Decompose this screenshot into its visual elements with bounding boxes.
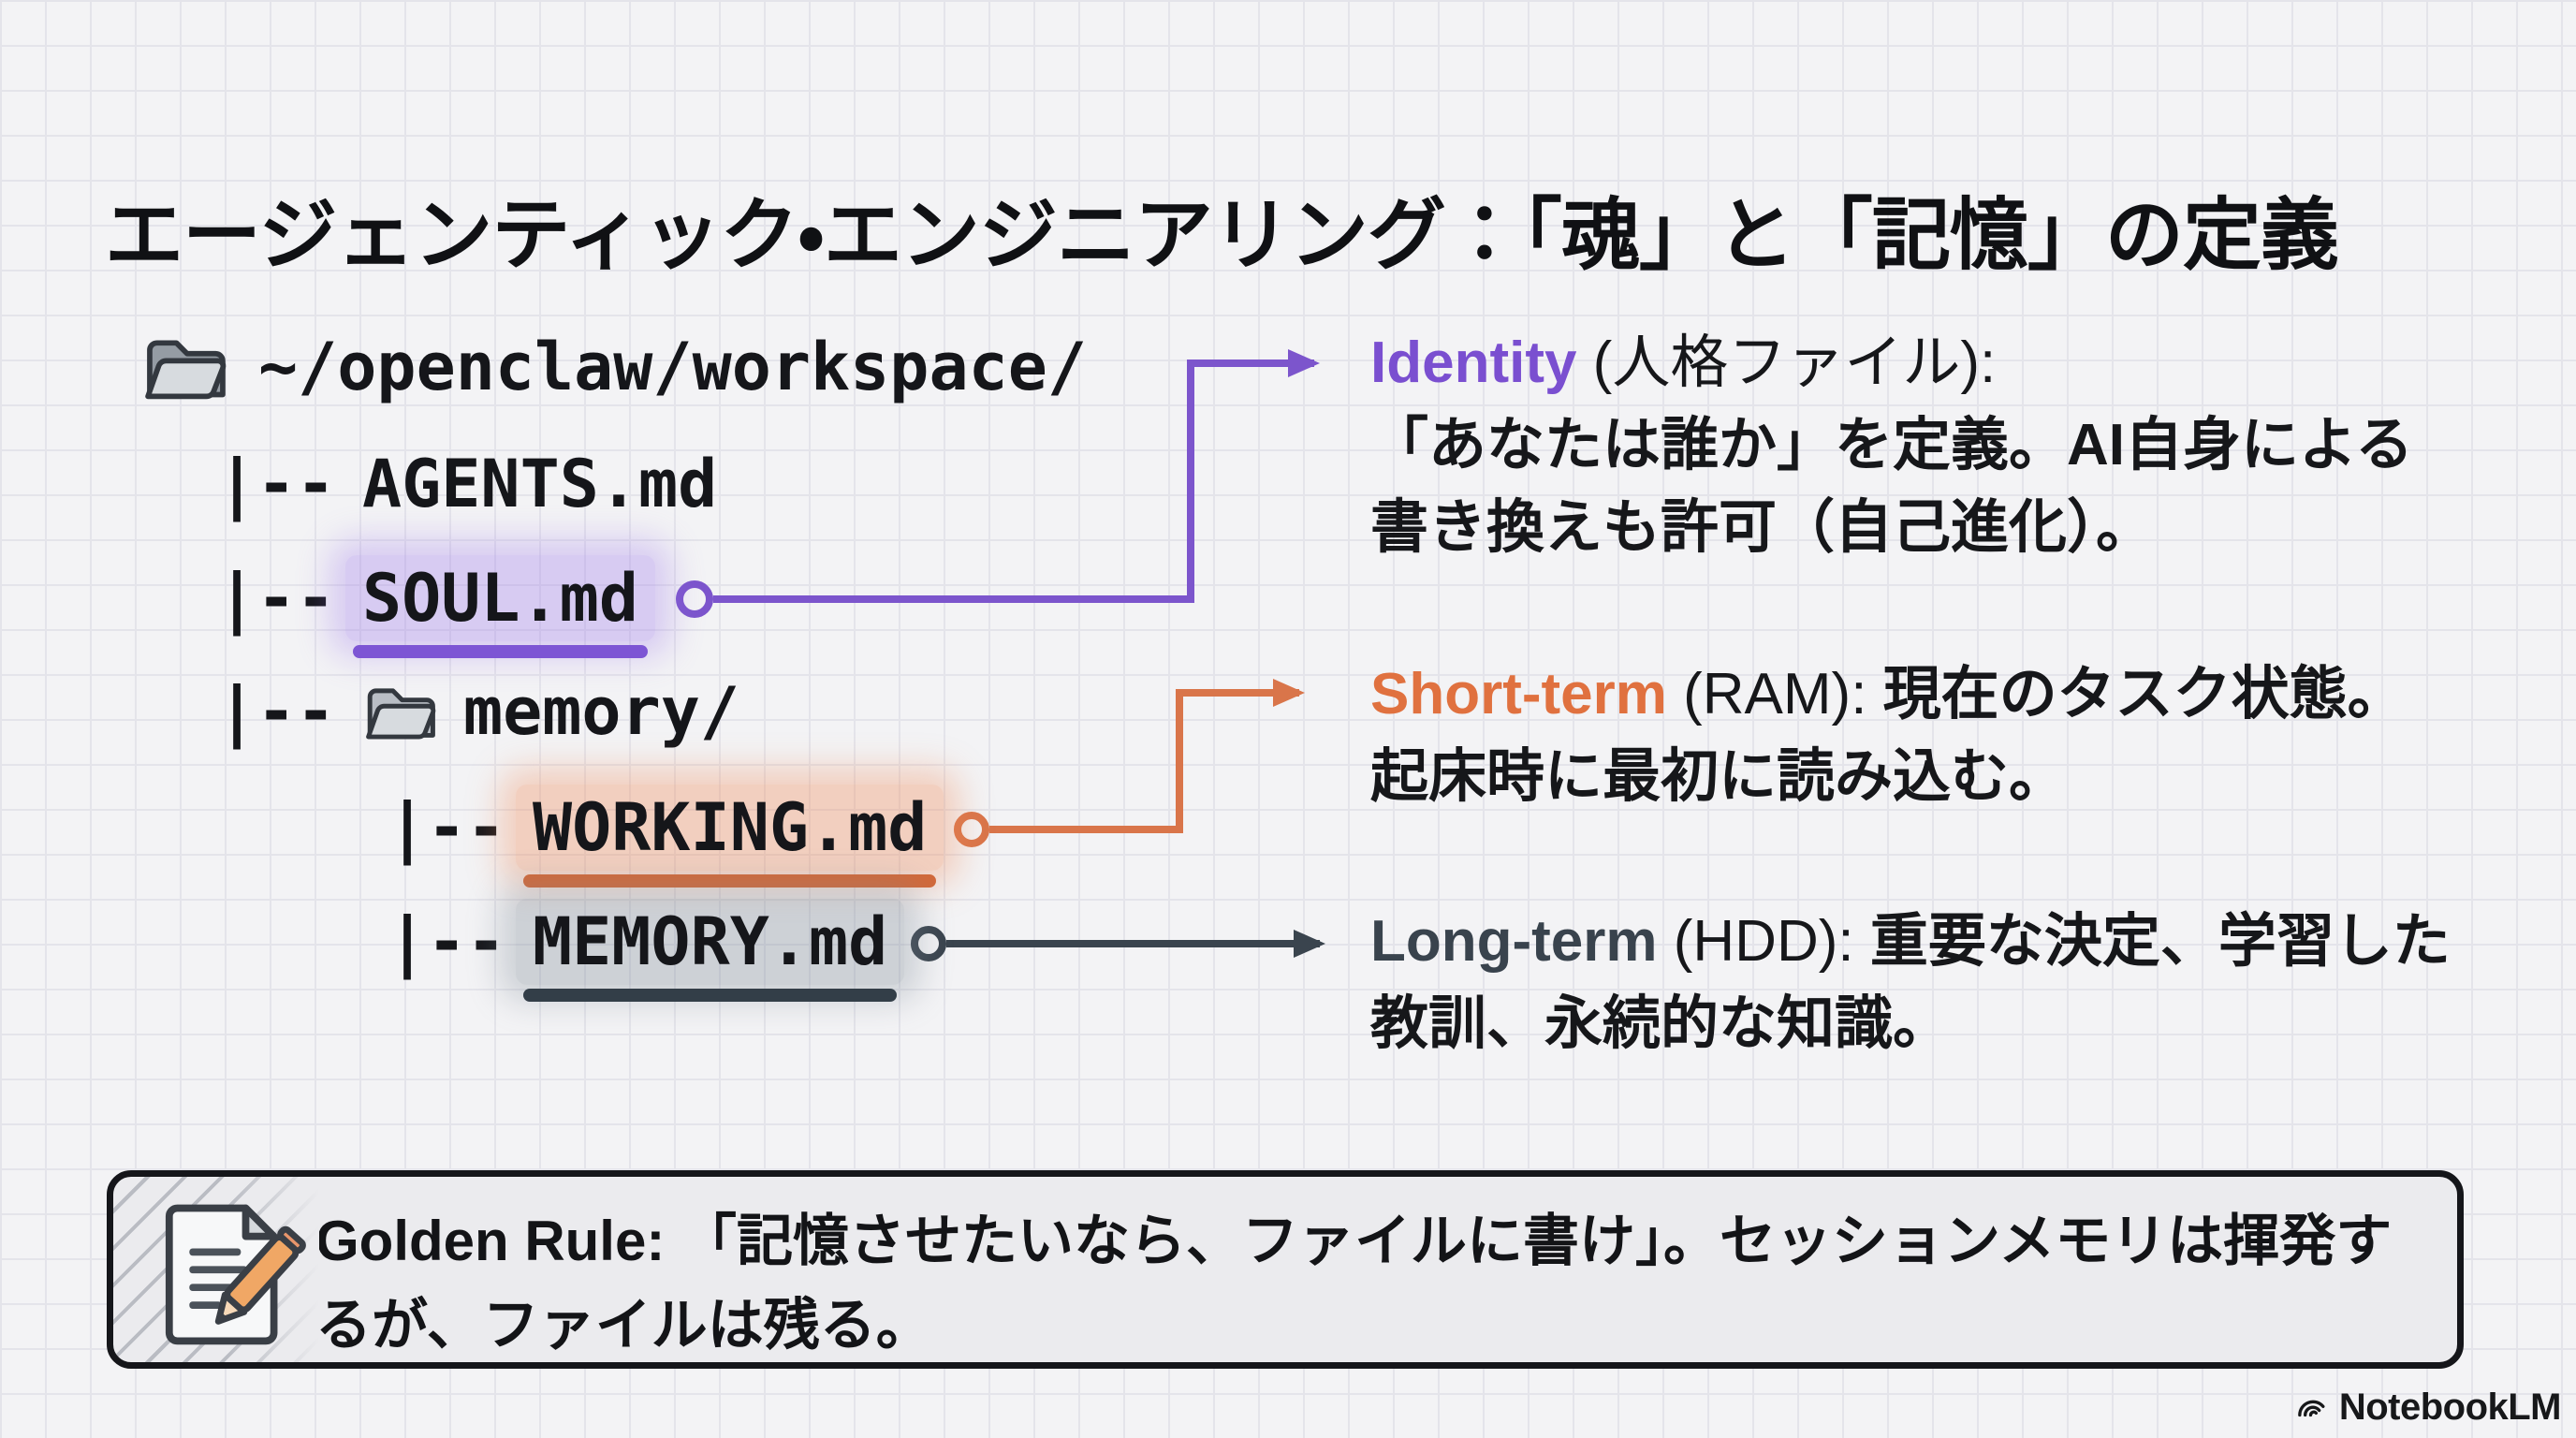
short-term-line2: 起床時に最初に読み込む。 bbox=[1370, 744, 2068, 809]
folder-icon bbox=[145, 340, 227, 400]
identity-keyword: Identity bbox=[1370, 330, 1577, 395]
tree-branch-glyph: |-- bbox=[388, 789, 506, 866]
long-term-heading: Long-term (HDD): 重要な決定、学習した bbox=[1370, 909, 2451, 974]
tree-branch-glyph: |-- bbox=[388, 903, 506, 980]
page-title: エージェンティック・エンジニアリング：「魂」と「記憶」の定義 bbox=[105, 191, 2339, 280]
folder-icon bbox=[366, 688, 436, 740]
tree-row-memory-folder: |-- memory/ bbox=[217, 674, 739, 749]
working-connector bbox=[954, 679, 1305, 847]
tree-branch-glyph: |-- bbox=[217, 446, 336, 522]
memory-md-label: MEMORY.md bbox=[516, 899, 905, 1002]
memory-folder-label: memory/ bbox=[463, 673, 740, 750]
tree-row-working: |-- WORKING.md bbox=[388, 785, 944, 888]
working-md-label: WORKING.md bbox=[516, 785, 944, 888]
short-term-heading: Short-term (RAM): 現在のタスク状態。 bbox=[1370, 662, 2406, 726]
long-term-annotation: Long-term (HDD): 重要な決定、学習した 教訓、永続的な知識。 bbox=[1370, 901, 2451, 1065]
note-pencil-icon bbox=[165, 1204, 306, 1345]
memory-connector bbox=[911, 926, 1325, 961]
watermark: NotebookLM bbox=[2294, 1387, 2562, 1429]
notebooklm-logo-icon bbox=[2297, 1400, 2325, 1416]
tree-branch-glyph: |-- bbox=[217, 560, 336, 637]
tree-row-memory-md: |-- MEMORY.md bbox=[388, 899, 905, 1002]
agents-md-label: AGENTS.md bbox=[362, 446, 718, 522]
identity-line3: 書き換えも許可（自己進化）。 bbox=[1370, 495, 2155, 560]
soul-connector bbox=[676, 349, 1320, 618]
tree-row-agents: |-- AGENTS.md bbox=[217, 447, 717, 521]
short-term-keyword: Short-term bbox=[1370, 662, 1667, 726]
identity-heading: Identity (人格ファイル): bbox=[1370, 330, 1997, 395]
identity-annotation: Identity (人格ファイル): 「あなたは誰か」を定義。AI自身による 書… bbox=[1370, 322, 2413, 569]
tree-root-row: ~/openclaw/workspace/ bbox=[140, 330, 1087, 404]
short-term-annotation: Short-term (RAM): 現在のタスク状態。 起床時に最初に読み込む。 bbox=[1370, 653, 2406, 818]
watermark-label: NotebookLM bbox=[2338, 1387, 2562, 1428]
tree-branch-glyph: |-- bbox=[217, 673, 336, 750]
long-term-line2: 教訓、永続的な知識。 bbox=[1370, 991, 1952, 1056]
pencil-icon bbox=[214, 1225, 306, 1325]
soul-md-label: SOUL.md bbox=[345, 555, 656, 658]
golden-rule-label: Golden Rule: bbox=[315, 1210, 681, 1272]
identity-line2: 「あなたは誰か」を定義。AI自身による bbox=[1370, 413, 2414, 477]
root-path-label: ~/openclaw/workspace/ bbox=[258, 329, 1088, 405]
golden-rule-text: Golden Rule: 「記憶させたいなら、ファイルに書け」。セッションメモリ… bbox=[315, 1210, 2393, 1357]
tree-row-soul: |-- SOUL.md bbox=[217, 555, 656, 658]
long-term-keyword: Long-term bbox=[1370, 909, 1658, 974]
golden-rule-box: Golden Rule: 「記憶させたいなら、ファイルに書け」。セッションメモリ… bbox=[107, 1170, 2464, 1369]
